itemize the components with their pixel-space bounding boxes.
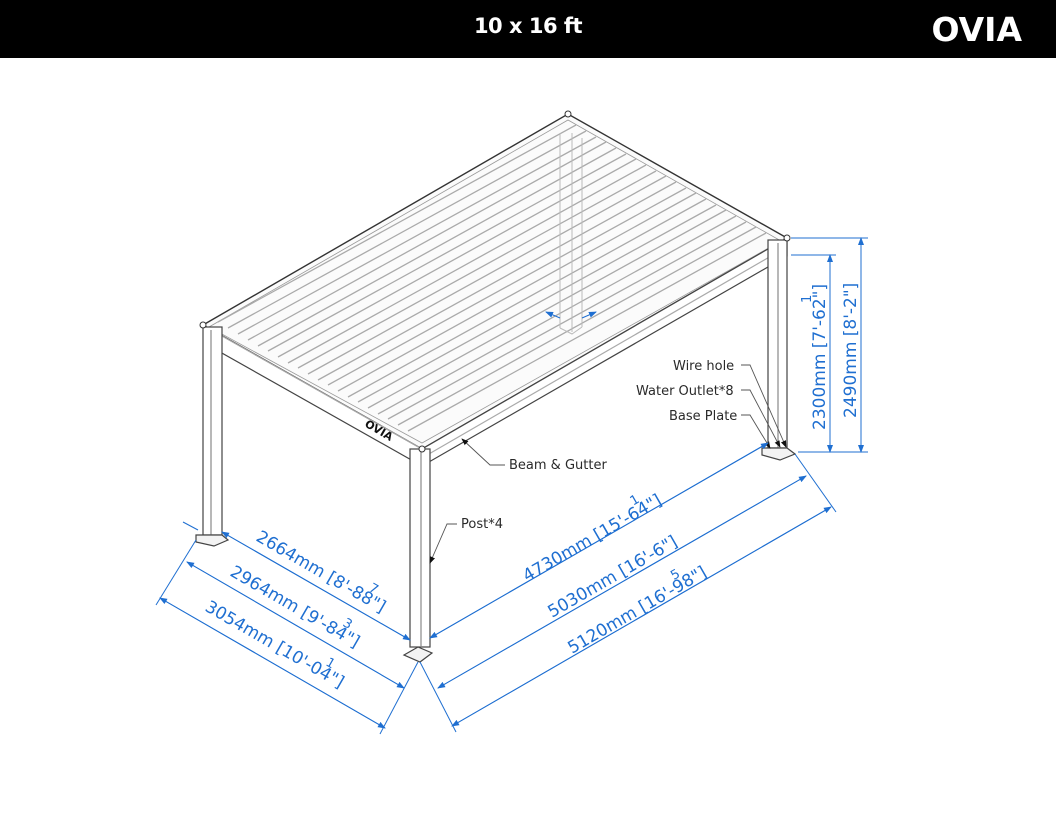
callout-post: Post*4 xyxy=(461,517,503,532)
callout-base-plate: Base Plate xyxy=(669,409,737,424)
dim-height-clear: 2300mm [7'-62"] xyxy=(810,284,830,430)
dim-width-outer: 3054mm [10'-04"] xyxy=(202,597,348,693)
height-dimension-lines xyxy=(791,237,868,453)
roof-louvers xyxy=(217,124,767,432)
brand-logo: OVIA xyxy=(931,10,1022,49)
svg-text:1: 1 xyxy=(800,295,815,303)
post-left xyxy=(195,326,230,547)
callout-water-outlet: Water Outlet*8 xyxy=(636,384,734,399)
width-dimension-lines xyxy=(155,521,419,735)
back-post-hidden xyxy=(559,133,583,335)
dim-length-outer: 5120mm [16'-98"] xyxy=(565,563,711,659)
post-front xyxy=(402,448,434,663)
page-title: 10 x 16 ft xyxy=(473,14,583,38)
post-right xyxy=(761,239,797,461)
dim-length-inner: 4730mm [15'-64"] xyxy=(520,491,666,587)
pergola-isometric-drawing: OVIA Wire hole Water Outlet*8 Base Plate… xyxy=(155,110,868,735)
callout-wire-hole: Wire hole xyxy=(673,359,734,374)
header-bar: 10 x 16 ft OVIA xyxy=(0,0,1056,58)
dim-height-total: 2490mm [8'-2"] xyxy=(841,283,861,418)
length-dimension-lines xyxy=(419,442,837,733)
callout-beam-gutter: Beam & Gutter xyxy=(509,458,607,473)
